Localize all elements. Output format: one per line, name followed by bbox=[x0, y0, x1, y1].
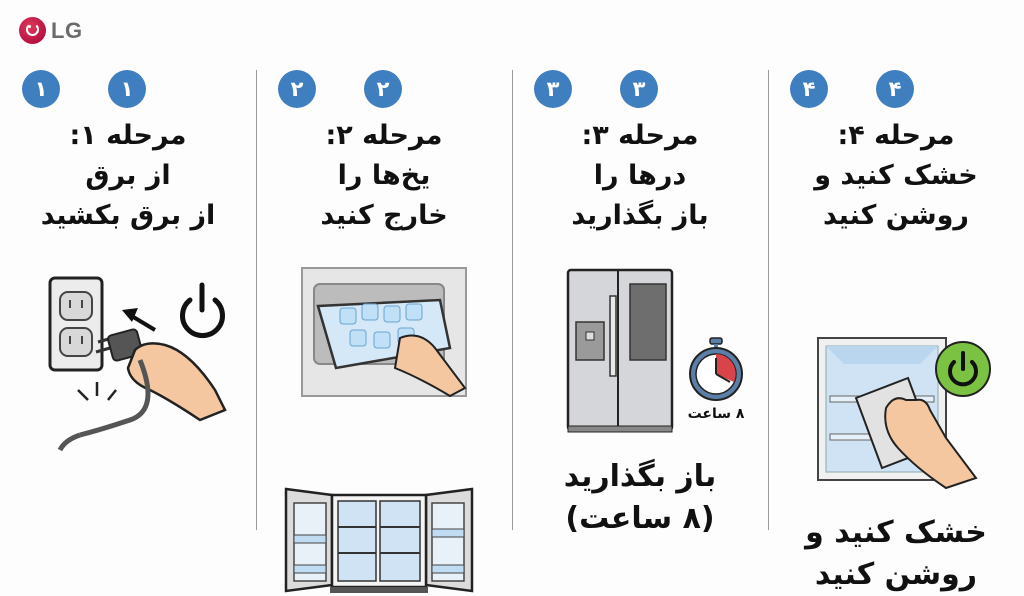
step-title-line: روشن کنید bbox=[823, 200, 969, 231]
timer-label: ۸ ساعت bbox=[687, 406, 745, 422]
step-3-panel: ۳ ۳ مرحله ۳: درها را باز بگذارید ۸ ساعت … bbox=[512, 70, 768, 540]
step-number-badge: ۲ bbox=[278, 70, 316, 108]
step-title-line: یخ‌ها را bbox=[337, 160, 431, 191]
lg-logo: LG bbox=[19, 17, 83, 44]
caption-line: روشن کنید bbox=[814, 557, 978, 592]
open-fridge-illustration bbox=[284, 487, 474, 593]
stopwatch-icon bbox=[689, 337, 743, 401]
step-title-line: باز بگذارید bbox=[571, 200, 709, 231]
caption-line: (۸ ساعت) bbox=[565, 501, 715, 536]
step-bottom-caption: خشک کنید و روشن کنید bbox=[768, 512, 1024, 596]
caption-line: خشک کنید و bbox=[805, 515, 987, 550]
column-divider bbox=[512, 70, 513, 530]
power-on-icon bbox=[935, 341, 991, 397]
step-bottom-caption: باز بگذارید (۸ ساعت) bbox=[512, 456, 768, 540]
step-number-badge: ۴ bbox=[876, 70, 914, 108]
step-title: مرحله ۳: درها را باز بگذارید bbox=[512, 116, 768, 236]
step-title-line: مرحله ۱: bbox=[69, 120, 187, 151]
step-title-line: درها را bbox=[593, 160, 687, 191]
caption-line: باز بگذارید bbox=[563, 459, 717, 494]
step-title-line: خشک کنید و bbox=[814, 160, 978, 191]
unplug-illustration bbox=[48, 276, 227, 452]
lg-logo-icon bbox=[19, 17, 46, 44]
step-title-line: از برق بکشید bbox=[40, 200, 216, 231]
step-title-line: مرحله ۳: bbox=[581, 120, 699, 151]
ice-bin-illustration bbox=[301, 267, 467, 398]
step-1-panel: ۱ ۱ مرحله ۱: از برق از برق بکشید bbox=[0, 70, 256, 540]
step-2-panel: ۲ ۲ مرحله ۲: یخ‌ها را خارج کنید bbox=[256, 70, 512, 593]
step-title-line: از برق bbox=[85, 160, 171, 191]
step-number-badge: ۳ bbox=[620, 70, 658, 108]
step-number-badge: ۱ bbox=[108, 70, 146, 108]
step-title-line: خارج کنید bbox=[320, 200, 448, 231]
column-divider bbox=[256, 70, 257, 530]
step-title: مرحله ۴: خشک کنید و روشن کنید bbox=[768, 116, 1024, 236]
wipe-interior-illustration bbox=[817, 337, 978, 490]
column-divider bbox=[768, 70, 769, 530]
step-number-badge: ۴ bbox=[790, 70, 828, 108]
step-title: مرحله ۱: از برق از برق بکشید bbox=[0, 116, 256, 236]
step-number-badge: ۳ bbox=[534, 70, 572, 108]
power-icon bbox=[180, 297, 225, 339]
step-number-badge: ۲ bbox=[364, 70, 402, 108]
step-title-line: مرحله ۴: bbox=[837, 120, 955, 151]
side-by-side-fridge-illustration bbox=[566, 268, 674, 433]
lg-logo-text: LG bbox=[51, 17, 83, 43]
step-title: مرحله ۲: یخ‌ها را خارج کنید bbox=[256, 116, 512, 236]
step-title-line: مرحله ۲: bbox=[325, 120, 443, 151]
step-number-badge: ۱ bbox=[22, 70, 60, 108]
step-4-panel: ۴ ۴ مرحله ۴: خشک کنید و روشن کنید خشک کن… bbox=[768, 70, 1024, 592]
